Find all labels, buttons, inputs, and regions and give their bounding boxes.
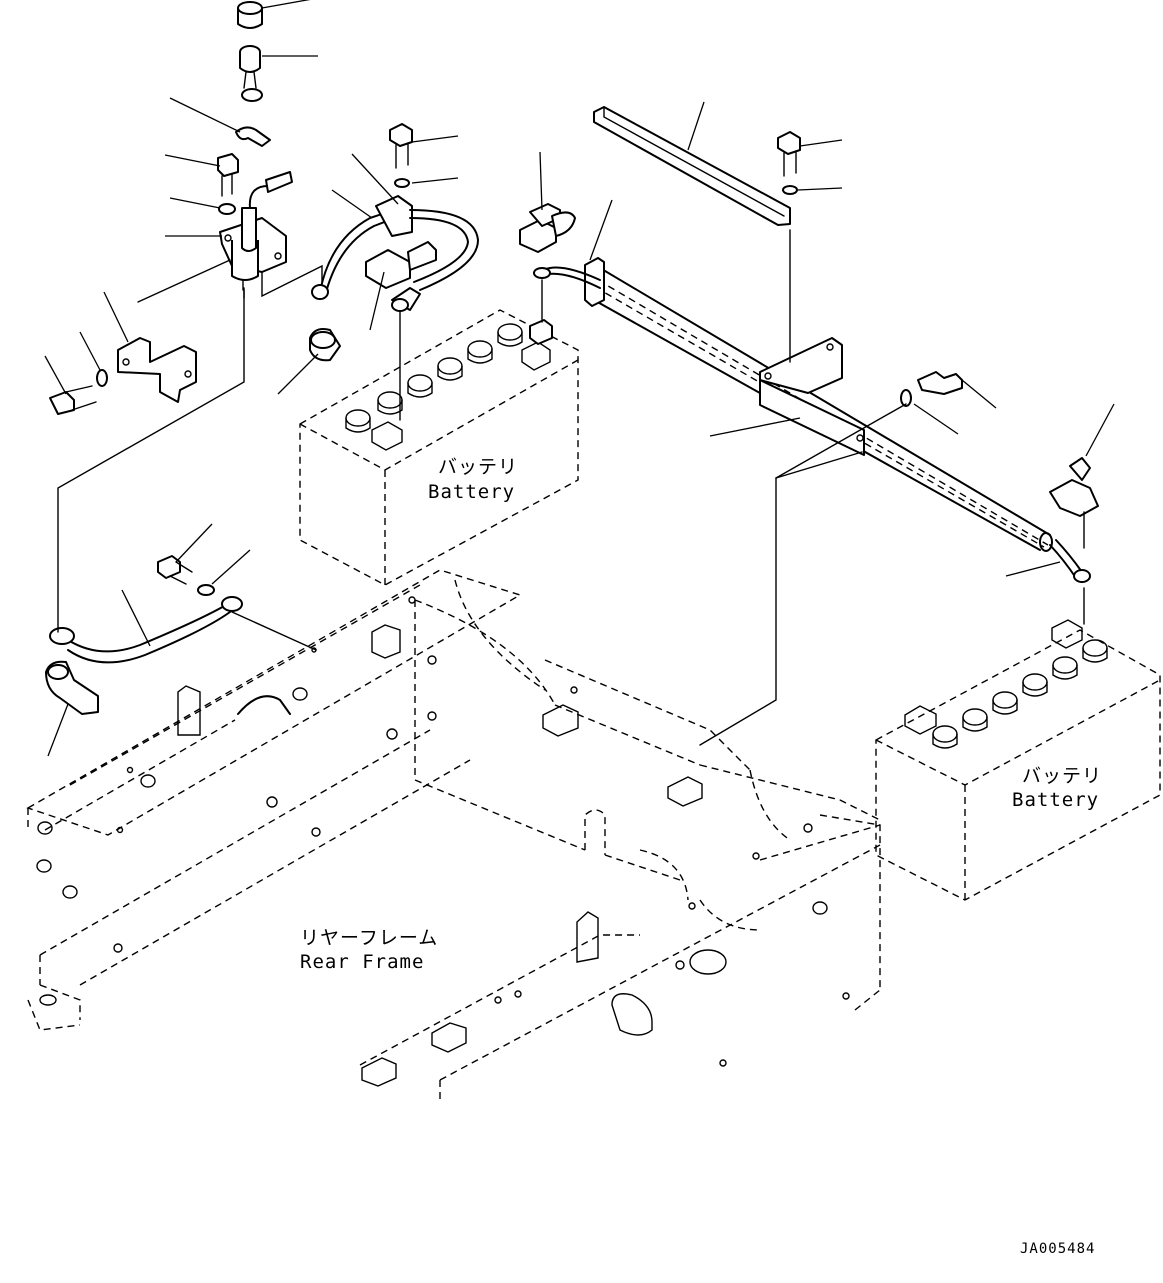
stay-strap	[593, 106, 791, 226]
right-terminal-lead	[1049, 457, 1099, 583]
ground-cable	[45, 555, 243, 715]
left-terminal-lead	[519, 203, 601, 345]
battery-right-jp-label: バッテリ	[1022, 765, 1102, 787]
battery-right: バッテリ Battery	[875, 619, 1161, 901]
leader-lines	[44, 0, 1115, 757]
relay-cable	[309, 195, 479, 362]
battery-left: バッテリ Battery	[299, 309, 579, 586]
battery-hold-down-bar	[584, 257, 1053, 552]
bolt-washer-right	[777, 131, 801, 195]
battery-right-en-label: Battery	[1012, 789, 1099, 811]
drawing-code: JA005484	[1020, 1241, 1095, 1257]
battery-relay-assembly	[49, 1, 293, 415]
battery-left-en-label: Battery	[428, 481, 515, 503]
bolt-washer-center	[389, 123, 413, 188]
rear-frame-en-label: Rear Frame	[300, 951, 424, 973]
battery-left-jp-label: バッテリ	[438, 456, 518, 478]
rear-frame	[26, 569, 881, 1100]
bolt-washer-right-mid	[900, 371, 963, 407]
rear-frame-jp-label: リヤーフレーム	[300, 927, 438, 949]
